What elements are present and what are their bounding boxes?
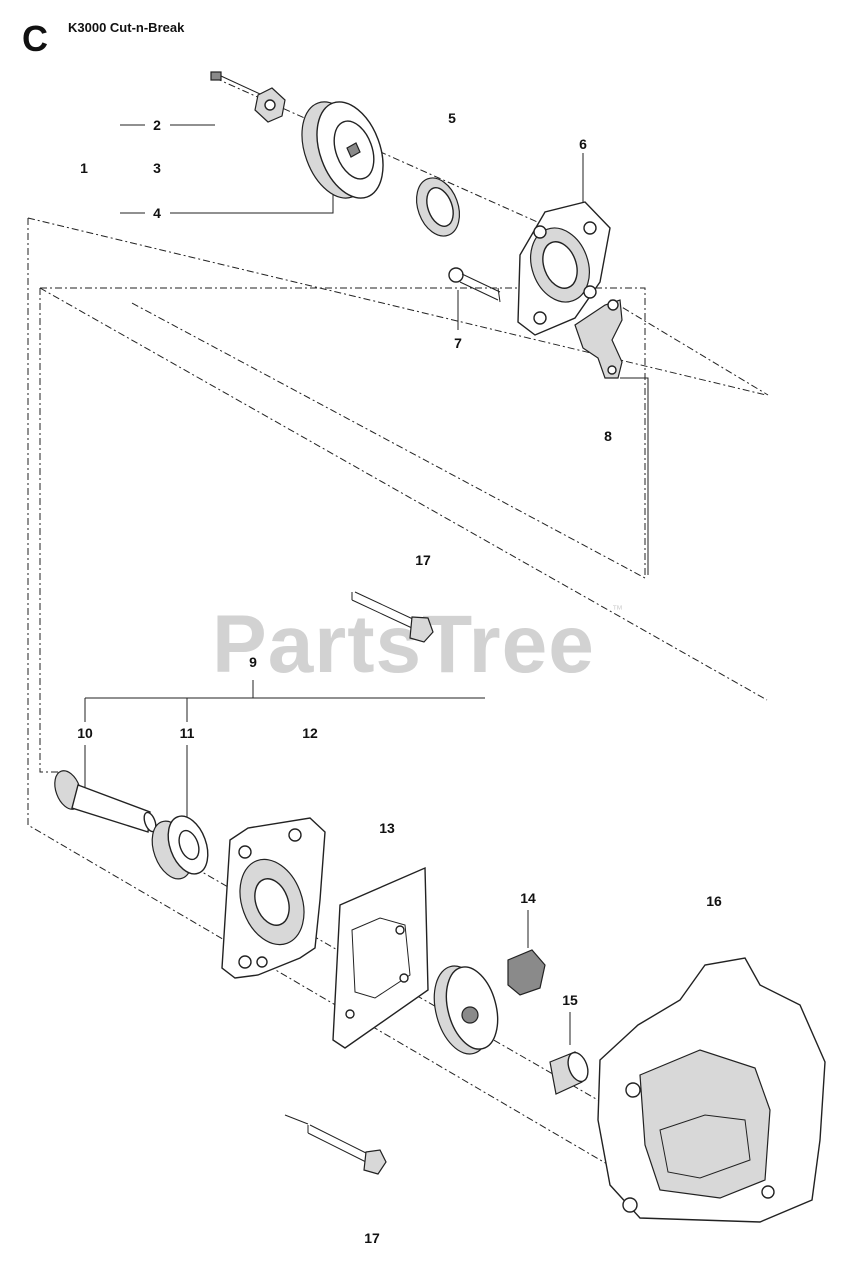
callout-9: 9 bbox=[249, 654, 257, 670]
part-bolt-lower bbox=[284, 1114, 387, 1175]
callout-6: 6 bbox=[579, 136, 587, 152]
part-pulley bbox=[301, 101, 384, 199]
part-bushing bbox=[549, 1051, 589, 1095]
part-crankcase-half bbox=[221, 817, 326, 979]
callout-13: 13 bbox=[379, 820, 395, 836]
part-nut bbox=[254, 87, 286, 123]
part-seal-ring bbox=[415, 177, 461, 237]
callout-8: 8 bbox=[604, 428, 612, 444]
callout-5: 5 bbox=[448, 110, 456, 126]
section-letter: C bbox=[22, 18, 48, 59]
callout-3: 3 bbox=[153, 160, 161, 176]
part-gear-wheel bbox=[433, 965, 499, 1055]
part-flange bbox=[517, 201, 611, 336]
part-bearing bbox=[151, 815, 209, 880]
callout-11: 11 bbox=[179, 725, 195, 741]
callout-17-lower: 17 bbox=[364, 1230, 380, 1246]
callout-16: 16 bbox=[706, 893, 722, 909]
part-bolt-upper bbox=[351, 591, 434, 643]
part-pinion-gear bbox=[507, 949, 546, 996]
part-shaft bbox=[54, 770, 157, 833]
watermark-trademark: ™ bbox=[612, 604, 623, 616]
callout-15: 15 bbox=[562, 992, 578, 1008]
part-crankcase-housing bbox=[597, 957, 826, 1223]
callout-14: 14 bbox=[520, 890, 536, 906]
callout-7: 7 bbox=[454, 335, 462, 351]
callout-1: 1 bbox=[80, 160, 88, 176]
leader-lines bbox=[84, 124, 649, 1045]
callout-12: 12 bbox=[302, 725, 318, 741]
callout-4: 4 bbox=[153, 205, 161, 221]
part-bolt-flange bbox=[448, 267, 501, 303]
model-title: K3000 Cut-n-Break bbox=[68, 20, 185, 35]
callout-10: 10 bbox=[77, 725, 93, 741]
part-bracket bbox=[574, 299, 623, 379]
callout-17-upper: 17 bbox=[415, 552, 431, 568]
part-gasket bbox=[332, 866, 429, 1049]
callout-2: 2 bbox=[153, 117, 161, 133]
part-screw-small bbox=[210, 71, 261, 95]
